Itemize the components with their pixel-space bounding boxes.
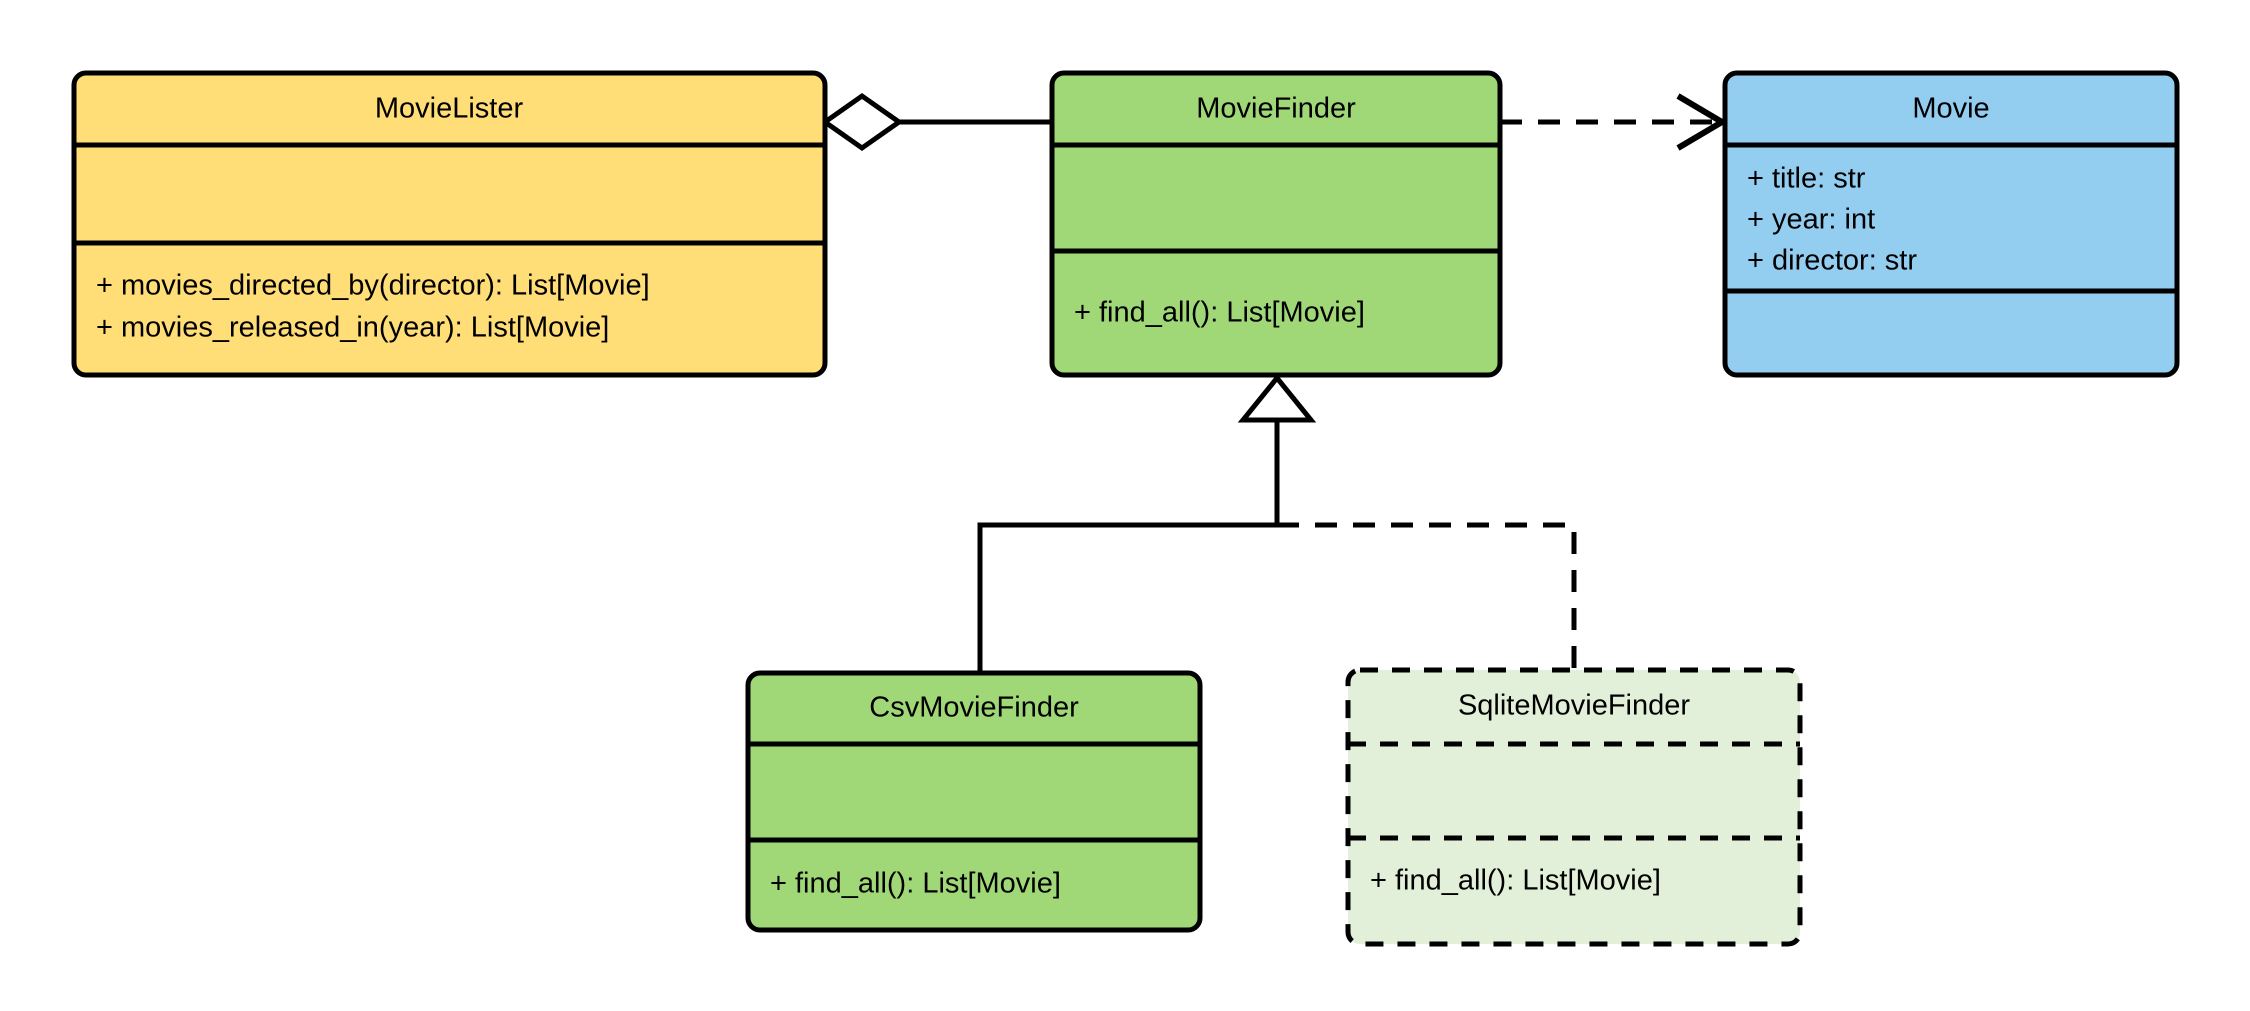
class-method-movie-finder-0: + find_all(): List[Movie] xyxy=(1074,297,1365,329)
class-name-movie-lister: MovieLister xyxy=(375,93,524,125)
generalization-triangle-icon xyxy=(1237,374,1317,423)
class-box-movie-finder[interactable]: MovieFinder + find_all(): List[Movie] xyxy=(1049,70,1503,378)
class-name-movie: Movie xyxy=(1912,93,1989,125)
class-attribute-movie-1: + year: int xyxy=(1747,204,1875,236)
class-method-sqlite-movie-finder-0: + find_all(): List[Movie] xyxy=(1370,865,1661,897)
class-method-movie-lister-1: + movies_released_in(year): List[Movie] xyxy=(96,312,609,344)
class-name-movie-finder: MovieFinder xyxy=(1196,93,1356,125)
class-box-movie-lister[interactable]: MovieLister + movies_directed_by(directo… xyxy=(71,70,828,378)
relationship-generalization-csv-finder[interactable] xyxy=(977,418,1280,673)
class-box-csv-movie-finder[interactable]: CsvMovieFinder + find_all(): List[Movie] xyxy=(745,670,1203,933)
relationship-generalization-sqlite-finder[interactable] xyxy=(1277,522,1577,670)
relationship-dependency-finder-movie[interactable] xyxy=(1500,93,1728,151)
class-method-csv-movie-finder-0: + find_all(): List[Movie] xyxy=(770,868,1061,900)
class-method-movie-lister-0: + movies_directed_by(director): List[Mov… xyxy=(96,270,650,302)
relationship-aggregation-lister-finder[interactable] xyxy=(820,92,1052,152)
class-attribute-movie-2: + director: str xyxy=(1747,245,1917,277)
class-attribute-movie-0: + title: str xyxy=(1747,163,1866,195)
class-box-sqlite-movie-finder[interactable]: SqliteMovieFinder + find_all(): List[Mov… xyxy=(1345,667,1803,947)
class-name-csv-movie-finder: CsvMovieFinder xyxy=(869,692,1079,724)
class-box-movie[interactable]: Movie + title: str + year: int + directo… xyxy=(1722,70,2180,378)
class-name-sqlite-movie-finder: SqliteMovieFinder xyxy=(1458,690,1690,722)
